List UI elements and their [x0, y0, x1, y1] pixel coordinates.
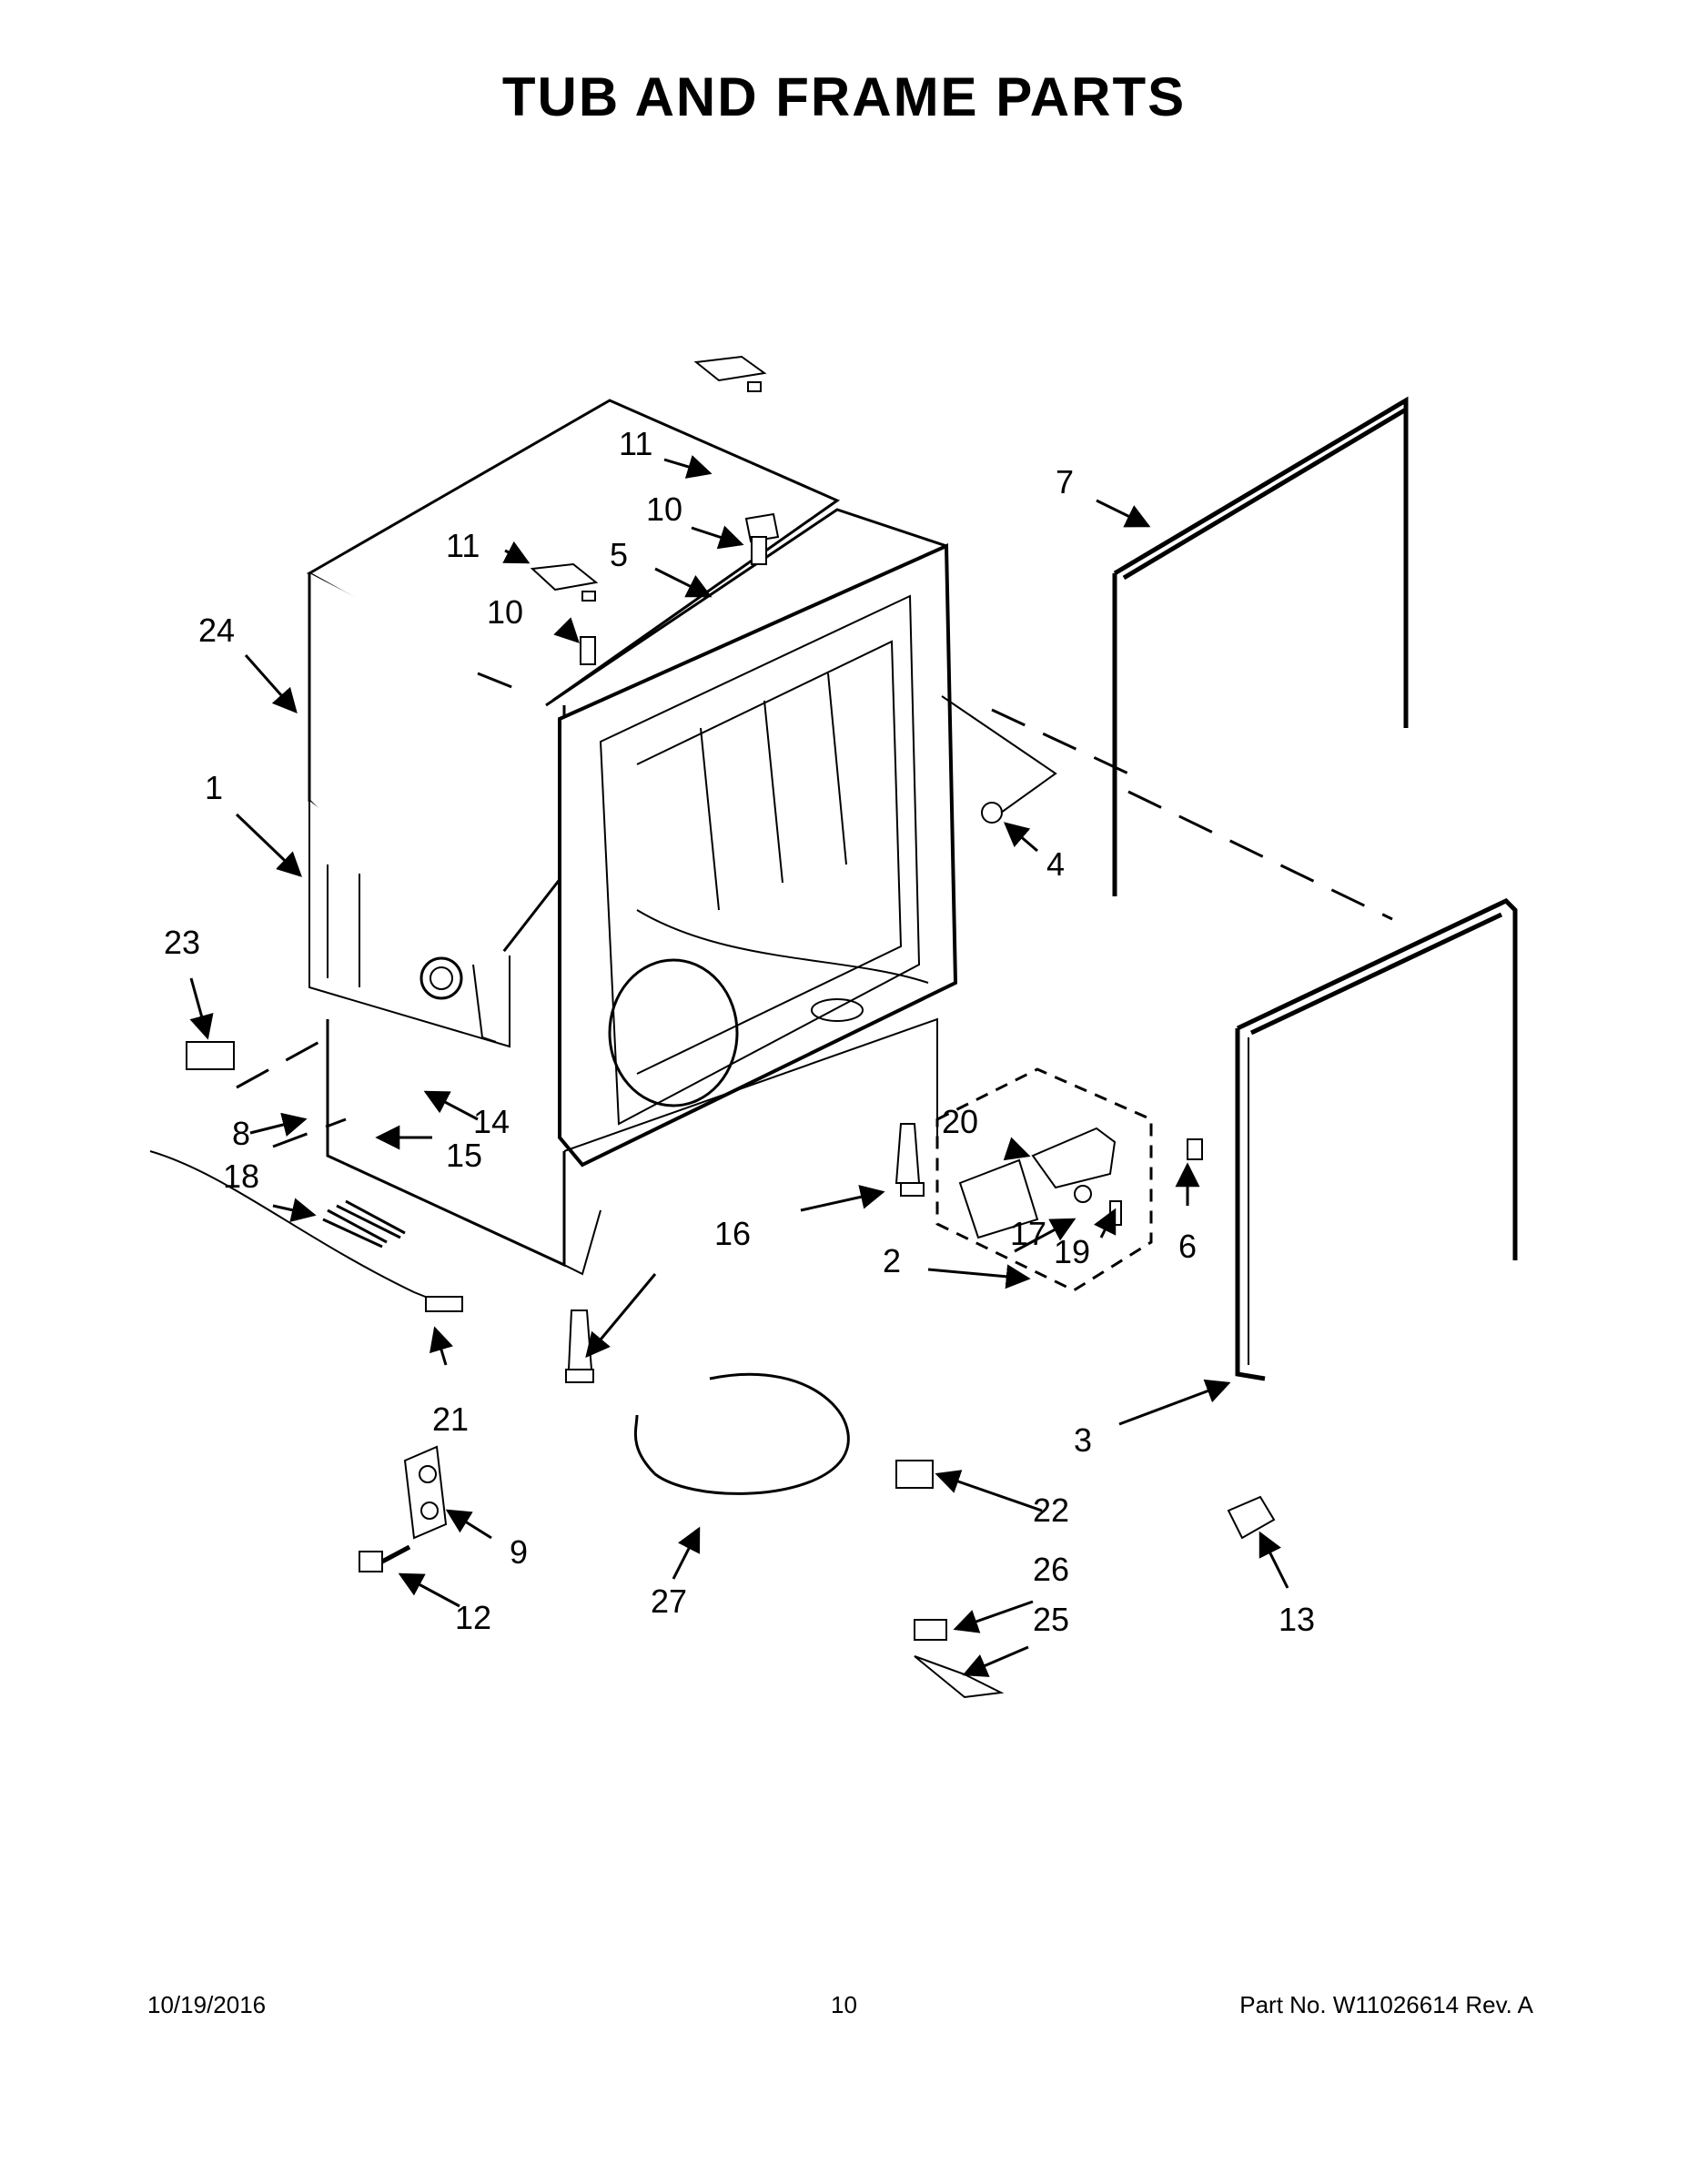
callout-12: 12: [455, 1599, 491, 1636]
callout-11a: 11: [619, 425, 652, 462]
callout-16: 16: [714, 1215, 751, 1252]
callout-25: 25: [1033, 1601, 1069, 1638]
tub-assembly: [306, 399, 958, 1276]
page-title: TUB AND FRAME PARTS: [501, 66, 1187, 127]
callout-10b: 10: [487, 593, 523, 631]
callout-2: 2: [883, 1242, 901, 1279]
door-gasket-top: [1112, 396, 1409, 896]
callout-11b: 11: [446, 527, 480, 564]
hinge-brackets: [530, 355, 780, 602]
callout-3: 3: [1074, 1421, 1092, 1459]
cable-21: [149, 1150, 438, 1302]
footer-date: 10/19/2016: [147, 1991, 267, 2018]
cable-clip-23: [186, 1041, 235, 1070]
part-26: [914, 1619, 947, 1641]
callout-23: 23: [164, 924, 200, 961]
wire-harness-27: [633, 1372, 850, 1495]
leader-arrows: [189, 455, 1289, 1677]
callout-7: 7: [1056, 463, 1074, 500]
callout-1: 1: [205, 769, 223, 806]
part-25: [914, 1655, 1005, 1699]
callout-21: 21: [432, 1400, 469, 1438]
footer-part-number: Part No. W11026614 Rev. A: [1239, 1991, 1533, 2018]
callout-14: 14: [473, 1103, 510, 1140]
callout-8: 8: [232, 1115, 250, 1152]
part-13: [1227, 1495, 1276, 1540]
callout-4: 4: [1046, 845, 1065, 883]
tub-front-frame: [558, 542, 958, 1168]
callout-27: 27: [651, 1582, 687, 1620]
callout-18: 18: [223, 1158, 259, 1195]
callout-19: 19: [1054, 1233, 1090, 1270]
leveling-leg-rear: [895, 1123, 921, 1184]
callout-24: 24: [198, 612, 235, 649]
hinge-screws: [580, 536, 767, 665]
tub-gasket-bottom: [1235, 897, 1518, 1381]
callout-26: 26: [1033, 1551, 1069, 1588]
callout-5: 5: [610, 536, 628, 573]
callout-6: 6: [1178, 1228, 1197, 1265]
callout-15: 15: [446, 1137, 482, 1174]
part-22: [895, 1460, 934, 1489]
plug-part: [981, 802, 1003, 824]
callout-13: 13: [1279, 1601, 1315, 1638]
leveling-leg-front: [567, 1309, 593, 1370]
callout-labels: 1 2 3 4 5 6 7 8 9 10 10 11 11 12 13 14 1…: [164, 425, 1315, 1638]
bracket-9: [403, 1445, 448, 1540]
footer-page-number: 10: [831, 1991, 857, 2018]
bracket-kit: [935, 1067, 1203, 1292]
callout-20: 20: [942, 1103, 978, 1140]
spring-18: [322, 1199, 406, 1249]
callout-17: 17: [1010, 1215, 1046, 1252]
small-parts: [149, 1041, 1276, 1699]
screw-12: [359, 1551, 383, 1572]
callout-9: 9: [510, 1533, 528, 1571]
callout-22: 22: [1033, 1491, 1069, 1529]
callout-10a: 10: [646, 490, 682, 528]
